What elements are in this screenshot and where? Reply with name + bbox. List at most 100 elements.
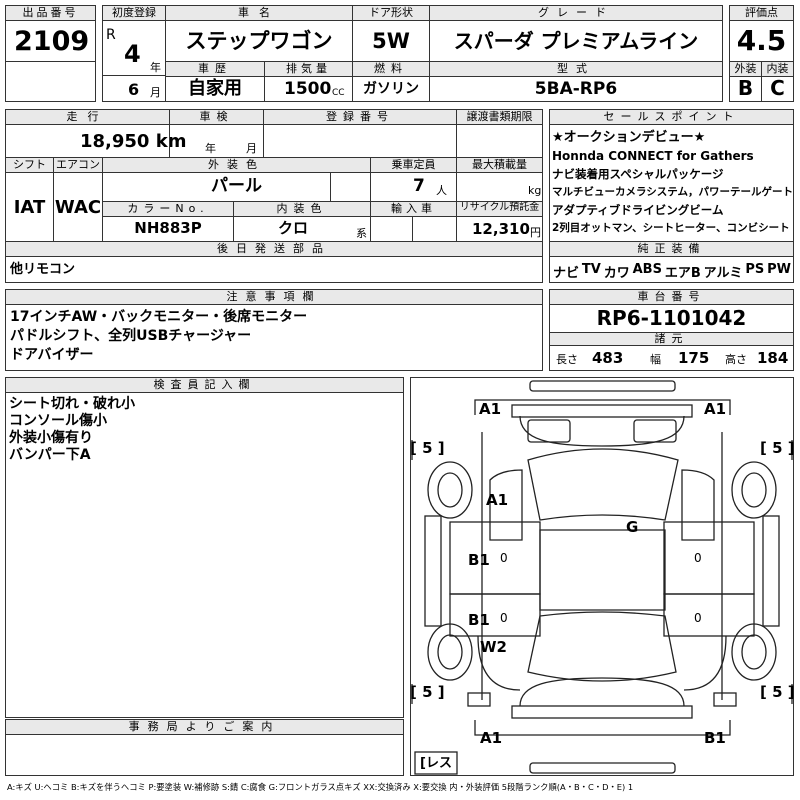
width-label: 幅: [650, 353, 661, 366]
length-label: 長さ: [556, 353, 578, 366]
damage-mark: G: [626, 518, 639, 536]
grade-label: グレード: [538, 6, 614, 19]
office-cell: [5, 734, 404, 776]
shift-value: IAT: [13, 197, 46, 218]
door-label: ドア形状: [369, 6, 413, 19]
history-value: 自家用: [188, 78, 242, 99]
capacity-value: 7: [413, 176, 425, 196]
interior-color-value: クロ: [277, 219, 308, 237]
inspector-line: 外装小傷有り: [9, 430, 93, 446]
ac-label: エアコン: [56, 158, 100, 171]
width-value: 175: [678, 349, 710, 367]
mileage-label: 走行: [66, 110, 109, 123]
sales-title: セールスポイント: [603, 110, 740, 123]
interior-label: 内装: [766, 62, 789, 75]
color-no-value: NH883P: [134, 219, 202, 237]
month-unit: 月: [150, 86, 161, 99]
inspection-year: 年: [205, 142, 216, 155]
displacement-unit: CC: [332, 88, 345, 98]
shift-label: シフト: [13, 158, 46, 171]
tire-depth-value: 5: [422, 439, 433, 457]
era-mark: R: [106, 27, 116, 43]
ac-value: WAC: [54, 197, 102, 218]
equip-item: ナビ: [553, 266, 580, 281]
spare-mark: 0: [694, 551, 702, 565]
interior-color-label: 内装色: [276, 202, 328, 215]
notes-line: 17インチAW・バックモニター・後席モニター: [10, 309, 308, 325]
model-value: 5BA-RP6: [534, 79, 618, 99]
inspector-cell: [5, 392, 404, 718]
damage-mark: B1: [468, 611, 490, 629]
sales-line: ナビ装着用スペシャルパッケージ: [552, 167, 724, 181]
tire-depth: [ 5 ]: [410, 439, 445, 457]
sales-line: 2列目オットマン、シートヒーター、コンビシート: [552, 222, 790, 234]
damage-mark: A1: [479, 400, 502, 418]
chassis-title: 車台番号: [637, 290, 706, 303]
capacity-unit: 人: [436, 184, 447, 197]
tire-depth: [ 5 ]: [760, 683, 795, 701]
door-value: 5W: [372, 29, 410, 53]
equip-item: エアB: [664, 266, 701, 281]
length-value: 483: [592, 349, 624, 367]
later-cell: [5, 256, 543, 283]
model-cell: [429, 76, 723, 102]
score-value: 4.5: [736, 24, 787, 57]
later-label: 後日発送部品: [217, 242, 331, 255]
exterior-label: 外装: [734, 62, 757, 75]
equip-item: TV: [581, 262, 601, 277]
equip-item: カワ: [603, 266, 630, 281]
year-unit: 年: [150, 61, 161, 74]
inspector-title: 検査員記入欄: [153, 378, 256, 391]
damage-mark: B1: [468, 551, 490, 569]
car-name: ステップワゴン: [185, 29, 333, 53]
equip-title: 純正装備: [637, 242, 706, 255]
transfer-cell: [456, 124, 543, 158]
registration-cell: [263, 124, 457, 158]
diagram-frame: [410, 377, 794, 776]
sales-line: マルチビューカメラシステム，パワーテールゲート: [552, 186, 793, 198]
height-value: 184: [757, 349, 789, 367]
grade-value: スパーダ プレミアムライン: [453, 29, 699, 53]
inspection-label: 車検: [199, 110, 234, 123]
damage-mark: A1: [480, 729, 503, 747]
fuel-label: 燃料: [374, 62, 408, 75]
sales-line: ★オークションデビュー★: [552, 130, 706, 145]
notes-line: ドアバイザー: [10, 347, 94, 363]
name-label: 車名: [238, 6, 280, 19]
damage-mark: A1: [486, 491, 509, 509]
color-no-label: カラーNo.: [127, 202, 209, 215]
color-divider: [330, 172, 331, 202]
recycle-label: リサイクル預託金: [459, 202, 540, 213]
fuel-value: ガソリン: [363, 81, 419, 97]
year-value: 4: [124, 40, 141, 68]
lot-number: 2109: [14, 26, 90, 57]
model-label: 型式: [557, 62, 595, 75]
score-label: 評価点: [745, 6, 778, 19]
recycle-value: 12,310: [472, 220, 530, 238]
mileage-value: 18,950 km: [80, 131, 187, 152]
load-label: 最大積載量: [472, 158, 527, 171]
capacity-label: 乗車定員: [391, 158, 436, 171]
chassis-number: RP6-1101042: [596, 306, 747, 330]
inspector-line: バンパー下A: [9, 447, 91, 463]
equip-item: PW: [767, 262, 791, 277]
displacement-label: 排気量: [286, 62, 331, 75]
first-reg-label: 初度登録: [112, 6, 156, 19]
history-label: 車歴: [198, 62, 232, 75]
interior-value: C: [770, 76, 785, 100]
tire-depth-value: 5: [772, 683, 783, 701]
equip-list: ナビ TV カワ ABS エアB アルミ PS PW: [553, 262, 791, 281]
office-title: 事務局よりご案内: [128, 720, 281, 733]
lot-label: 出品番号: [22, 6, 79, 19]
damage-mark: B1: [704, 729, 726, 747]
notes-cell: [5, 304, 543, 371]
equip-item: PS: [745, 262, 765, 277]
tire-depth-value: 5: [422, 683, 433, 701]
inspector-line: コンソール傷小: [9, 413, 107, 429]
import-label: 輸入車: [391, 202, 436, 215]
color-label: 外装色: [208, 158, 265, 171]
registration-label: 登録番号: [326, 110, 394, 123]
inspection-month: 月: [246, 142, 257, 155]
month-value: 6: [128, 80, 140, 99]
tire-depth: [ 5 ]: [760, 439, 795, 457]
